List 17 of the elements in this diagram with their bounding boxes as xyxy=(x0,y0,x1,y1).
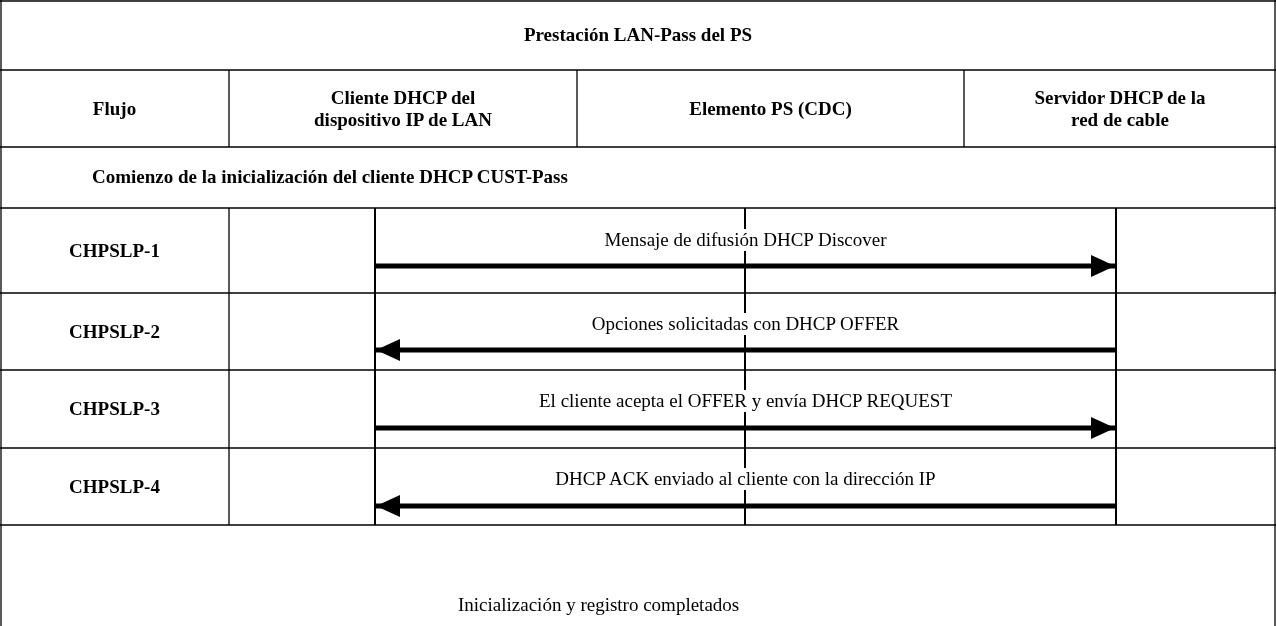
step-id: CHPSLP-1 xyxy=(68,238,161,263)
lifeline xyxy=(374,208,376,525)
message-arrow xyxy=(376,417,1115,439)
closing-note: Inicialización y registro completados xyxy=(458,594,740,616)
step-id: CHPSLP-3 xyxy=(68,397,161,421)
section-heading: Comienzo de la inicialización del cliente DHCP CUST-Pass xyxy=(92,166,568,188)
step-id: CHPSLP-4 xyxy=(68,474,161,499)
lifeline xyxy=(1115,208,1117,525)
column-header: Flujo xyxy=(91,96,138,121)
participant-header: Elemento PS (CDC) xyxy=(581,74,960,143)
participant-header: Cliente DHCP del dispositivo IP de LAN xyxy=(233,74,573,143)
participant-header: Servidor DHCP de la red de cable xyxy=(968,74,1272,143)
step-id: CHPSLP-2 xyxy=(68,319,161,344)
message-arrow xyxy=(376,255,1115,277)
message-arrow xyxy=(376,339,1115,361)
message-arrow xyxy=(376,495,1115,517)
table-title: Prestación LAN-Pass del PS xyxy=(522,23,754,47)
